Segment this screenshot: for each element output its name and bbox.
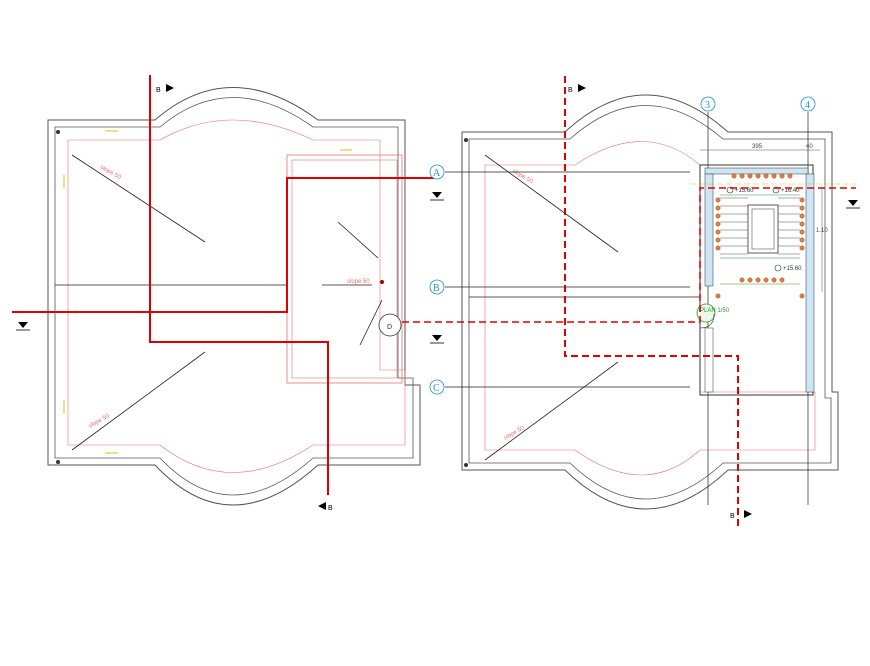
right-parapet-line <box>484 141 816 476</box>
left-post-drain <box>380 280 384 284</box>
grid-bubble-3: 3 <box>700 96 716 112</box>
stair-well <box>747 204 779 254</box>
svg-text:B: B <box>156 87 161 94</box>
stair-level-1: +15.60 <box>726 186 754 194</box>
right-slope-arrow-bottom <box>484 361 619 461</box>
svg-text:+15.60: +15.60 <box>783 266 802 272</box>
left-slope-label-bottom: slope 50 <box>88 413 111 430</box>
left-post-bl <box>56 460 60 464</box>
svg-text:B: B <box>568 87 573 94</box>
right-section-line-bb <box>564 76 739 526</box>
grid-bubble-b: B <box>429 279 445 295</box>
left-outer-wall <box>47 87 421 506</box>
left-slope-label-top: slope 50 <box>99 165 122 182</box>
left-cut-mark-bottom: B <box>318 502 333 512</box>
stair-wall-top <box>704 167 809 175</box>
right-cut-mark-bottom: B <box>730 510 752 520</box>
left-section-line-bb <box>149 75 329 495</box>
right-cut-mark-a-left <box>430 192 444 201</box>
left-parapet-line <box>67 119 406 473</box>
stair-wall-bottom-left <box>704 327 714 393</box>
dim-text-small: 40 <box>806 144 813 150</box>
left-post-tl <box>56 130 60 134</box>
grid-bubble-4: 4 <box>800 96 816 112</box>
left-roof-module <box>286 154 403 384</box>
left-inner-wall <box>54 97 414 496</box>
stair-level-3: +15.60 <box>774 264 802 272</box>
right-outer-wall <box>461 94 839 510</box>
svg-text:B: B <box>328 505 333 512</box>
right-roof-plan: slope 50 slope 50 A B C 3 4 3 <box>402 76 860 526</box>
left-slope-arrow-right1 <box>337 221 379 259</box>
dim-text-main: 395 <box>752 144 763 150</box>
left-roof-module-inner <box>291 159 398 379</box>
svg-text:B: B <box>730 513 735 520</box>
right-cut-mark-top: B <box>568 84 586 94</box>
left-roof-plan: slope 50 slope 50 slope 50 D B B <box>12 75 440 512</box>
svg-text:B: B <box>433 283 440 294</box>
dim-text-side: 1.10 <box>816 228 828 234</box>
left-cut-mark-top: B <box>156 84 174 94</box>
left-section-line-aa <box>12 177 440 313</box>
stair-treads-right <box>778 197 800 255</box>
stair-level-2: +16.40 <box>772 186 800 194</box>
svg-text:C: C <box>433 383 440 394</box>
right-post-tl <box>464 138 468 142</box>
svg-text:+16.40: +16.40 <box>781 188 800 194</box>
stair-well-inner <box>751 208 775 250</box>
stair-treads-left <box>720 197 748 255</box>
right-section-line-aa <box>402 187 856 323</box>
svg-text:4: 4 <box>805 100 810 111</box>
stair-column-dots <box>715 173 805 299</box>
left-slope-arrow-bottom <box>71 351 206 451</box>
right-post-bl <box>464 463 468 467</box>
right-slope-arrow-top <box>484 154 619 253</box>
stair-door-swing <box>699 313 715 329</box>
left-slope-arrow-right3 <box>359 299 383 346</box>
left-slope-label-right: slope 50 <box>347 279 370 285</box>
stair-wall-right <box>805 173 815 393</box>
svg-text:A: A <box>433 168 441 179</box>
right-cut-mark-a-right <box>846 200 860 209</box>
left-cut-mark-side <box>16 322 30 331</box>
right-inner-wall <box>468 105 832 500</box>
right-slope-label-bottom: slope 50 <box>503 425 526 442</box>
grid-bubble-c: C <box>429 379 445 395</box>
left-drain-label: D <box>387 324 392 331</box>
grid-bubble-a: A <box>429 164 445 180</box>
right-cut-mark-mid <box>430 335 444 344</box>
stair-plan-note: PLAN 1/50 <box>700 308 730 314</box>
left-slope-arrow-top <box>71 154 206 243</box>
stair-wall-left <box>704 173 714 287</box>
stair-core: +15.60 +16.40 +15.60 PLAN 1/50 <box>696 164 815 396</box>
svg-text:3: 3 <box>705 100 710 111</box>
svg-text:+15.60: +15.60 <box>735 188 754 194</box>
left-drain-circle <box>378 313 402 337</box>
stair-plan-note-circle <box>696 303 716 323</box>
